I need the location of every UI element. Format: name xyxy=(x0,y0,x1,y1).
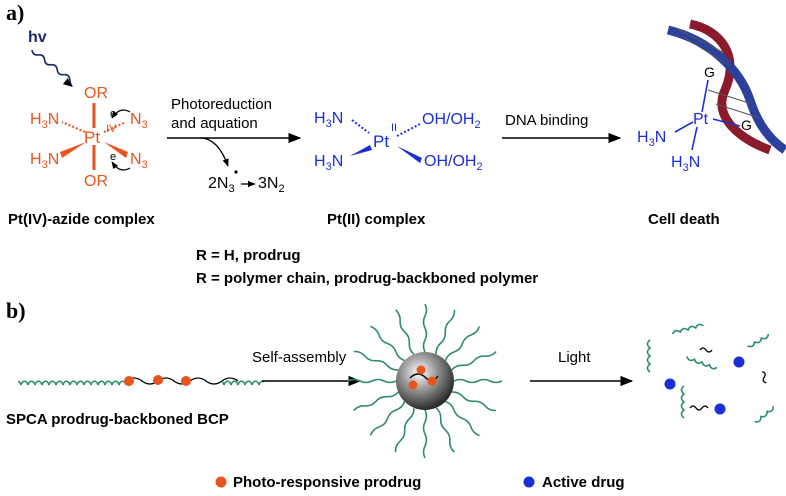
pt-atom: Pt xyxy=(84,128,100,147)
complex3-name: Cell death xyxy=(648,211,720,228)
panel-b-label: b) xyxy=(6,298,26,323)
radical-dot xyxy=(234,170,238,174)
micelle xyxy=(347,303,503,459)
h3n-bound-2: H3N xyxy=(671,154,700,174)
n3-lower: N3 xyxy=(130,151,148,171)
pt-iv-azide-complex: OR OR Pt IV H3N H3N N3 N3 e e xyxy=(30,85,148,190)
dna-strand-blue xyxy=(666,25,786,154)
dna-strand-red xyxy=(688,19,772,155)
h3n-upper: H3N xyxy=(30,111,59,131)
pt-ii-complex: H3N H3N Pt II OH/OH2 OH/OH2 xyxy=(314,110,483,173)
complex1-name: Pt(IV)-azide complex xyxy=(8,211,155,228)
r-definition-2: R = polymer chain, prodrug-backboned pol… xyxy=(196,270,538,287)
oxidation-iv: IV xyxy=(106,123,117,135)
byproduct-azide: 2N3 xyxy=(208,175,235,195)
legend-orange-dot xyxy=(215,476,227,488)
legend-blue-dot xyxy=(523,476,535,488)
prodrug-dot-2 xyxy=(153,375,163,385)
guanine-2: G xyxy=(741,117,752,133)
light-wave-arrow xyxy=(31,49,73,88)
micelle-core xyxy=(396,352,454,410)
r-definition-1: R = H, prodrug xyxy=(196,247,301,264)
pt-bound-atom: Pt xyxy=(693,111,709,128)
step1-line1: Photoreduction xyxy=(171,96,272,113)
active-drug-2 xyxy=(664,378,676,390)
panel-a-label: a) xyxy=(6,0,24,25)
h3n-ii-lower: H3N xyxy=(314,153,343,173)
active-drug-1 xyxy=(733,356,745,368)
legend-prodrug: Photo-responsive prodrug xyxy=(233,474,421,491)
h3n-bound-1: H3N xyxy=(637,129,666,149)
byproduct-n2: 3N2 xyxy=(258,175,285,195)
electron-lower: e xyxy=(110,151,116,163)
arrow-byproduct xyxy=(199,137,229,167)
prodrug-dot-1 xyxy=(124,376,134,386)
h3n-lower: H3N xyxy=(30,151,59,171)
polymer-name: SPCA prodrug-backboned BCP xyxy=(6,411,229,428)
legend-active-drug: Active drug xyxy=(542,474,625,491)
ligand-upper: OH/OH2 xyxy=(422,111,481,131)
h3n-ii-upper: H3N xyxy=(314,110,343,130)
prodrug-dot-3 xyxy=(181,376,191,386)
or-top: OR xyxy=(84,85,108,102)
hv-label: hv xyxy=(28,29,47,46)
micelle-prodrug-2 xyxy=(408,380,418,390)
or-bottom: OR xyxy=(84,173,108,190)
ligand-lower: OH/OH2 xyxy=(424,153,483,173)
n3-upper: N3 xyxy=(130,111,148,131)
step-self-assembly: Self-assembly xyxy=(252,349,347,366)
step2-label: DNA binding xyxy=(505,112,588,129)
released-fragments xyxy=(646,323,774,423)
step-light: Light xyxy=(558,349,591,366)
micelle-prodrug-3 xyxy=(427,376,437,386)
guanine-1: G xyxy=(704,64,715,80)
active-drug-3 xyxy=(714,403,726,415)
complex2-name: Pt(II) complex xyxy=(327,211,426,228)
pt-ii-atom: Pt xyxy=(373,132,389,151)
electron-arrow-lower xyxy=(111,161,131,171)
linear-block-copolymer xyxy=(18,375,264,386)
micelle-prodrug-1 xyxy=(416,365,426,375)
dna-bound-complex: G G Pt H3N H3N xyxy=(637,19,786,174)
electron-arrow-upper xyxy=(111,109,131,119)
step1-line2: and aquation xyxy=(171,115,258,132)
oxidation-ii: II xyxy=(391,122,397,134)
